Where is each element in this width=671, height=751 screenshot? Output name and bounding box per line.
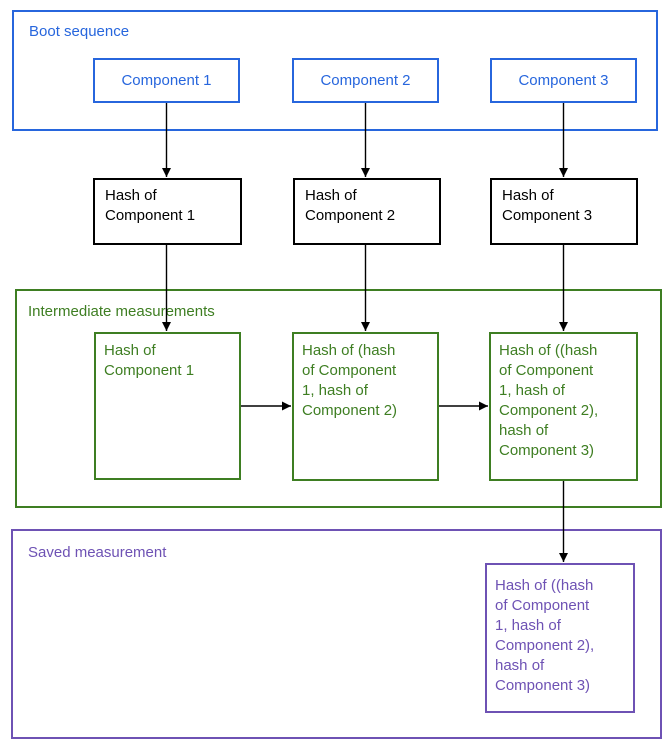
intermediate-measurements-title: Intermediate measurements: [28, 303, 215, 320]
component-2-box: Component 2: [292, 58, 439, 103]
hash-of-component-2-box: Hash of Component 2: [293, 178, 441, 245]
intermediate-measurement-2-box: Hash of (hash of Component 1, hash of Co…: [292, 332, 439, 481]
saved-measurement-box: Hash of ((hash of Component 1, hash of C…: [485, 563, 635, 713]
hash-of-component-1-box: Hash of Component 1: [93, 178, 242, 245]
boot-sequence-group: Boot sequence Component 1 Component 2 Co…: [12, 10, 658, 131]
intermediate-measurement-1-box: Hash of Component 1: [94, 332, 241, 480]
component-1-box: Component 1: [93, 58, 240, 103]
hash-of-component-3-box: Hash of Component 3: [490, 178, 638, 245]
boot-sequence-title: Boot sequence: [29, 23, 130, 40]
component-2-label: Component 2: [320, 71, 411, 89]
saved-measurement-group: Saved measurement Hash of ((hash of Comp…: [11, 529, 662, 739]
component-3-box: Component 3: [490, 58, 637, 103]
intermediate-measurement-3-box: Hash of ((hash of Component 1, hash of C…: [489, 332, 638, 481]
saved-measurement-title: Saved measurement: [28, 544, 167, 561]
intermediate-measurements-group: Intermediate measurements Hash of Compon…: [15, 289, 662, 508]
component-3-label: Component 3: [518, 71, 609, 89]
component-1-label: Component 1: [121, 71, 212, 89]
